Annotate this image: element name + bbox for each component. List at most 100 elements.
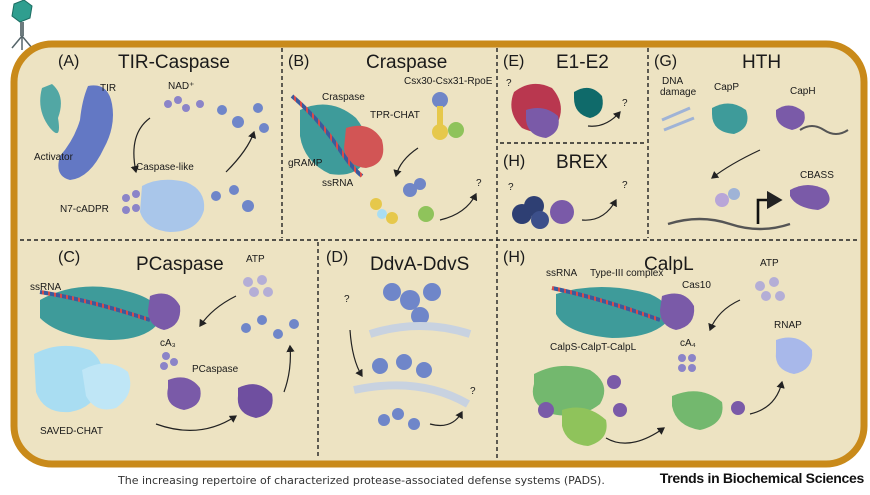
atp-molecules-c-icon (243, 275, 273, 297)
cbass-operon-icon (790, 185, 830, 210)
panel-h-brex: (H) BREX ? ? (503, 152, 628, 229)
calpl-purple-subunits-icon (538, 375, 627, 418)
damage-label: damage (660, 87, 697, 98)
pcaspase-ssrna-label: ssRNA (30, 282, 61, 293)
calpl-released-subunit-icon (731, 401, 745, 415)
calps-calpt-calpl-complex-icon (532, 365, 605, 416)
panel-a-title: TIR-Caspase (118, 52, 230, 73)
ca4-molecule-icon (678, 354, 696, 372)
panel-g-title: HTH (742, 52, 781, 73)
damaged-dna-icon (661, 106, 695, 132)
dna-strand-icon (799, 125, 849, 135)
pcaspase-label: PCaspase (192, 364, 239, 375)
ddva-ddvs-complex-icon (383, 283, 441, 325)
tir-protein-icon (58, 85, 113, 180)
panel-h-brex-title: BREX (556, 152, 608, 173)
saved-chat-filament-icon (34, 345, 103, 413)
atp-molecules-h-icon (755, 277, 785, 301)
gramp-label: gRAMP (288, 158, 323, 169)
panel-h-calpl: (H) CalpL ssRNA Type-III complex Cas10 A… (503, 249, 813, 446)
activator-protein-icon (40, 84, 61, 134)
figure-caption: The increasing repertoire of characteriz… (118, 474, 605, 487)
cleaved-caph-icon (715, 188, 740, 207)
ca3-label: cA₃ (160, 338, 176, 349)
tpr-chat-protein-icon (344, 125, 384, 168)
capp-protein-icon (712, 103, 748, 134)
panel-e-title: E1-E2 (556, 52, 609, 73)
ca4-label: cA₄ (680, 338, 696, 349)
phage-icon (11, 0, 33, 50)
panel-d-question-1: ? (344, 294, 350, 305)
cas10-label: Cas10 (682, 280, 711, 291)
panel-h-brex-question-1: ? (508, 182, 514, 193)
panel-c-letter: (C) (58, 249, 80, 266)
tir-label: TIR (100, 83, 116, 94)
membrane-top-icon (368, 322, 472, 338)
pcaspase-active-icon (237, 384, 273, 418)
calpl-ssrna-label: ssRNA (546, 268, 577, 279)
rnap-protein-icon (775, 337, 813, 374)
capp-label: CapP (714, 82, 739, 93)
type3-complex-h-icon (556, 287, 671, 338)
panel-d: (D) DdvA-DdvS ? ? (326, 249, 476, 430)
panel-h-calpl-title: CalpL (644, 254, 694, 275)
cas10-c-icon (148, 293, 181, 330)
panel-h-calpl-letter: (H) (503, 249, 525, 266)
cbass-label: CBASS (800, 170, 834, 181)
panel-h-brex-question-2: ? (622, 180, 628, 191)
cleaved-fragments-icon (211, 103, 269, 212)
calpl-ssrna-strand-icon (551, 286, 661, 322)
panel-d-title: DdvA-DdvS (370, 254, 469, 275)
cleaved-products-icon (370, 178, 434, 224)
nad-label: NAD⁺ (168, 81, 194, 92)
csx-complex-icon (432, 92, 464, 140)
pcaspase-ssrna-strand-icon (39, 290, 151, 322)
pcaspase-protein-icon (167, 377, 201, 410)
csx-label: Csx30-Csx31-RpoE (404, 76, 493, 87)
rnap-label: RNAP (774, 320, 802, 331)
panel-a-letter: (A) (58, 53, 79, 70)
caph-label: CapH (790, 86, 816, 97)
panel-a: (A) TIR-Caspase TIR Activator NAD⁺ Caspa… (34, 52, 269, 232)
type3-complex-label: Type-III complex (590, 268, 663, 279)
caspase-like-label: Caspase-like (136, 162, 194, 173)
panel-e-letter: (E) (503, 53, 524, 70)
calpl-complex-2-icon (562, 407, 607, 446)
panel-d-question-2: ? (470, 386, 476, 397)
calpl-active-complex-icon (672, 391, 723, 430)
type3-complex-c-icon (40, 286, 162, 340)
partner-protein-icon (574, 87, 603, 118)
ddva-monomers-icon (372, 354, 432, 378)
craspase-label: Craspase (322, 92, 365, 103)
calps-calpt-calpl-label: CalpS-CalpT-CalpL (550, 342, 637, 353)
activator-label: Activator (34, 152, 74, 163)
cas10-h-icon (660, 293, 695, 330)
panel-h-brex-letter: (H) (503, 153, 525, 170)
promoter-dna-icon (667, 217, 791, 231)
transcription-arrow-icon (756, 190, 783, 224)
nad-molecules-icon (164, 96, 204, 112)
journal-name: Trends in Biochemical Sciences (659, 470, 865, 486)
panel-e-question-1: ? (506, 78, 512, 89)
pcaspase-fragments-icon (241, 315, 299, 339)
panel-b-title: Craspase (366, 52, 447, 73)
panel-e: (E) E1-E2 ? ? (503, 52, 628, 138)
ca3-molecule-icon (160, 352, 178, 370)
ssrna-strand-icon (290, 94, 364, 178)
tpr-chat-label: TPR-CHAT (370, 110, 420, 121)
panel-d-letter: (D) (326, 249, 348, 266)
n7-cadpr-molecule-icon (122, 190, 140, 214)
panel-e-question-2: ? (622, 98, 628, 109)
cell-outline (10, 40, 868, 468)
ddvs-cleaved-icon (378, 408, 420, 430)
panel-b-question: ? (476, 178, 482, 189)
panel-b: (B) Craspase Csx30-Csx31-RpoE Craspase T… (288, 52, 493, 224)
ssrna-label: ssRNA (322, 178, 353, 189)
pcaspase-atp-label: ATP (246, 254, 265, 265)
panel-c: (C) PCaspase ssRNA ATP cA₃ SAVED-CHAT PC… (30, 249, 299, 437)
n7-cadpr-label: N7-cADPR (60, 204, 109, 215)
caph-protein-icon (776, 105, 805, 130)
membrane-bottom-icon (353, 381, 471, 408)
panel-dividers (20, 48, 858, 460)
panel-g-letter: (G) (654, 53, 677, 70)
